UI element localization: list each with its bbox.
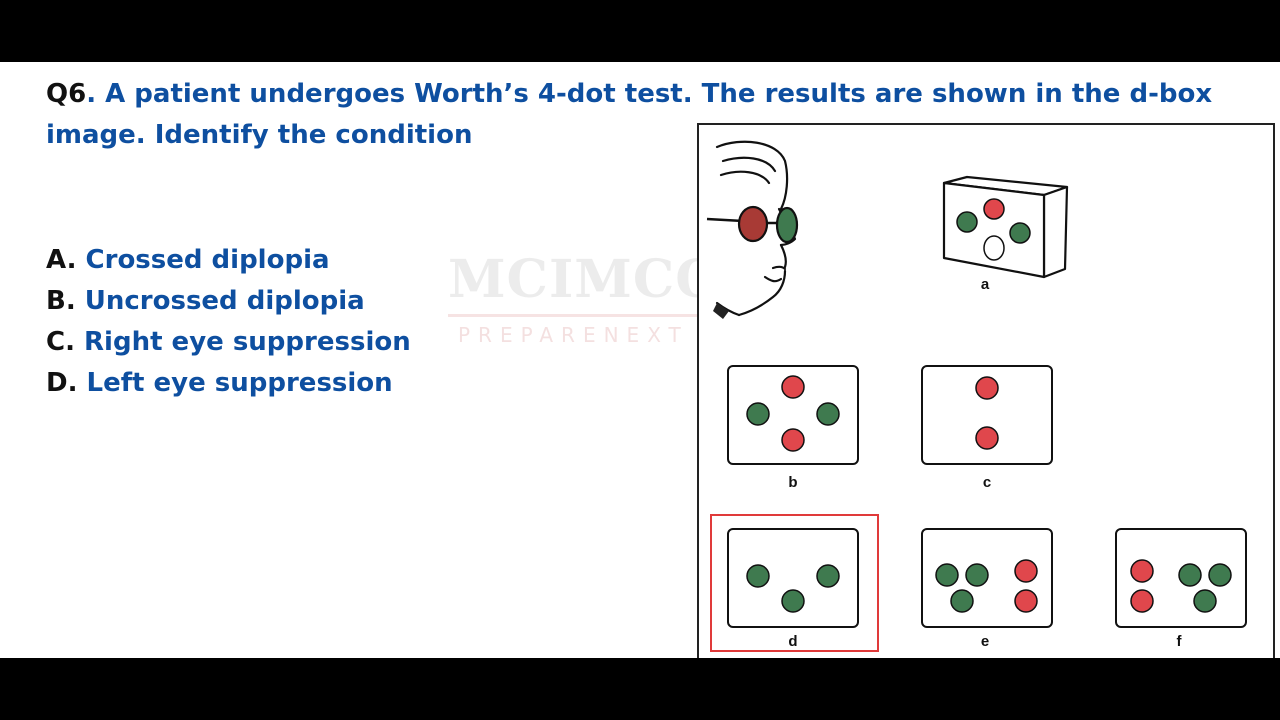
box-a-white-dot [983, 235, 1005, 261]
watermark-subtitle: PREPARENEXT [458, 323, 689, 347]
green-lens [775, 206, 799, 244]
panel-c-red-bottom [975, 426, 999, 450]
red-lens [737, 205, 769, 243]
panel-label-d: d [788, 633, 797, 650]
panel-f-green-2 [1208, 563, 1232, 587]
option-text: Uncrossed diplopia [75, 286, 365, 316]
panel-f-red-top [1130, 559, 1154, 583]
panel-f-green-1 [1178, 563, 1202, 587]
option-text: Crossed diplopia [76, 245, 330, 275]
watermark-title: MCIMCQ [448, 249, 698, 310]
box-a-red-dot [983, 198, 1005, 220]
panel-b-green-right [816, 402, 840, 426]
answer-options: A. Crossed diplopia B. Uncrossed diplopi… [46, 240, 411, 404]
panel-a-box [942, 175, 1069, 279]
panel-label-e: e [981, 633, 989, 650]
option-c[interactable]: C. Right eye suppression [46, 322, 411, 363]
panel-d-green-right [816, 564, 840, 588]
option-letter: D. [46, 368, 78, 398]
panel-d-green-left [746, 564, 770, 588]
panel-b-red-top [781, 375, 805, 399]
panel-e-red-bottom [1014, 589, 1038, 613]
option-letter: A. [46, 245, 77, 275]
panel-f-green-3 [1193, 589, 1217, 613]
panel-label-b: b [788, 474, 797, 491]
panel-label-a: a [981, 276, 990, 293]
question-body: . A patient undergoes Worth’s 4-dot test… [46, 79, 1213, 150]
head-neck-mark [713, 303, 729, 319]
question-text: Q6. A patient undergoes Worth’s 4-dot te… [46, 74, 1246, 156]
figure-svg: a b c d e [706, 140, 1247, 652]
panel-e-green-1 [935, 563, 959, 587]
panel-b-red-bottom [781, 428, 805, 452]
slide: Q6. A patient undergoes Worth’s 4-dot te… [0, 62, 1280, 658]
panel-c [921, 365, 1053, 465]
option-b[interactable]: B. Uncrossed diplopia [46, 281, 411, 322]
panel-label-f: f [1177, 633, 1183, 650]
box-a-green-dot-left [956, 211, 978, 233]
panel-d [727, 528, 859, 628]
option-letter: B. [46, 286, 76, 316]
box-a-green-dot-right [1009, 222, 1031, 244]
option-text: Left eye suppression [77, 368, 393, 398]
panel-e-green-3 [950, 589, 974, 613]
glasses-temple [706, 217, 744, 223]
worth-4-dot-figure: a b c d e [697, 123, 1275, 658]
panel-label-c: c [983, 474, 991, 491]
panel-c-red-top [975, 376, 999, 400]
option-letter: C. [46, 327, 75, 357]
watermark-divider [448, 314, 698, 317]
panel-e-red-top [1014, 559, 1038, 583]
option-text: Right eye suppression [74, 327, 411, 357]
question-number: Q6 [46, 79, 87, 109]
panel-b [727, 365, 859, 465]
panel-d-highlight [710, 514, 879, 652]
option-d[interactable]: D. Left eye suppression [46, 363, 411, 404]
panel-b-green-left [746, 402, 770, 426]
panel-e-green-2 [965, 563, 989, 587]
option-a[interactable]: A. Crossed diplopia [46, 240, 411, 281]
panel-f-red-bottom [1130, 589, 1154, 613]
panel-d-green-bottom [781, 589, 805, 613]
patient-head-illustration [715, 140, 797, 317]
watermark: MCIMCQ PREPARENEXT [448, 248, 698, 347]
